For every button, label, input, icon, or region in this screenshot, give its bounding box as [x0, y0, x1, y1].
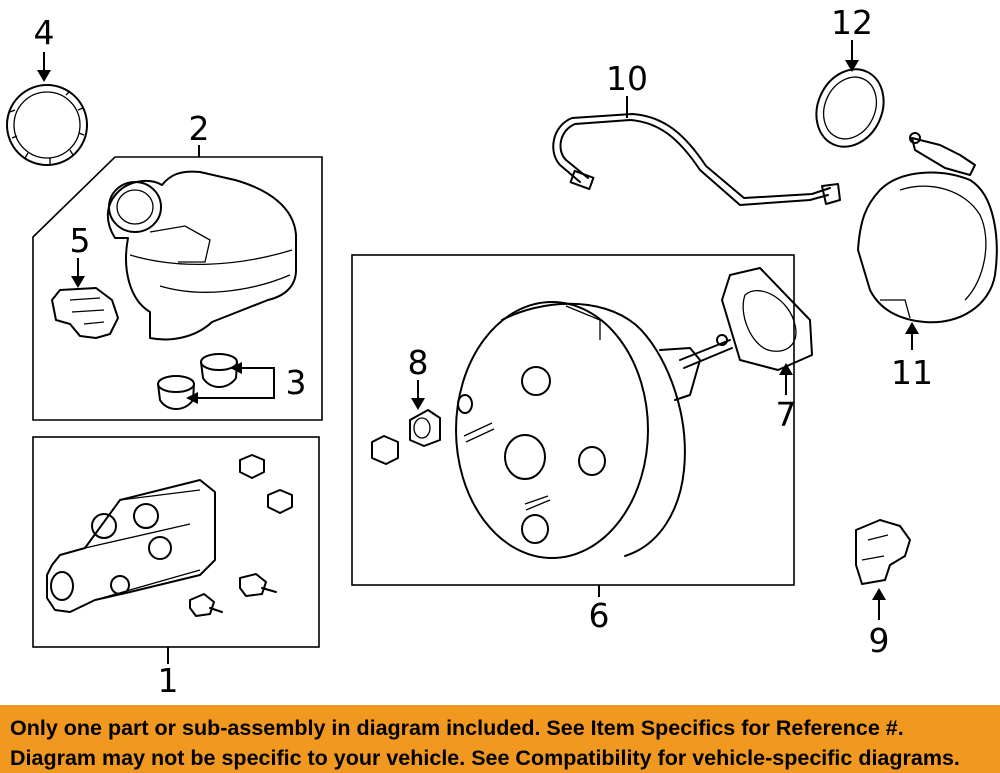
callout-8: 8	[408, 343, 429, 382]
callout-10: 10	[606, 59, 648, 98]
callout-4: 4	[34, 13, 55, 52]
level-sensor-plug	[51, 287, 119, 339]
callout-3: 3	[286, 363, 307, 402]
callout-6: 6	[589, 596, 610, 635]
notice-banner: Only one part or sub-assembly in diagram…	[0, 705, 1000, 773]
reservoir-grommets	[157, 353, 238, 410]
brake-booster	[455, 301, 733, 559]
check-valve-grommet	[371, 409, 441, 465]
master-cylinder-group-box	[32, 436, 320, 648]
fittings	[189, 454, 293, 617]
notice-line-2: Diagram may not be specific to your vehi…	[10, 746, 960, 770]
callout-9: 9	[869, 621, 890, 660]
callout-1: 1	[158, 661, 179, 700]
booster-group-box	[351, 254, 795, 586]
o-ring	[815, 68, 885, 148]
reservoir	[106, 170, 297, 341]
notice-line-1: Only one part or sub-assembly in diagram…	[10, 716, 904, 740]
vacuum-hose	[552, 113, 841, 206]
reservoir-group-box	[32, 156, 323, 421]
callout-7: 7	[776, 395, 797, 434]
callout-12: 12	[831, 3, 873, 42]
master-cylinder	[46, 479, 216, 613]
callout-2: 2	[189, 109, 210, 148]
reservoir-cap	[6, 84, 88, 166]
vacuum-pump	[857, 132, 998, 324]
pressure-sensor	[855, 519, 911, 585]
callout-5: 5	[70, 221, 91, 260]
callout-11: 11	[891, 353, 933, 392]
leader-lines	[37, 40, 919, 664]
parts-diagram: 1 2 3 4 5 6 7 8 9 10 11 12	[6, 3, 998, 700]
booster-gasket	[721, 267, 813, 371]
